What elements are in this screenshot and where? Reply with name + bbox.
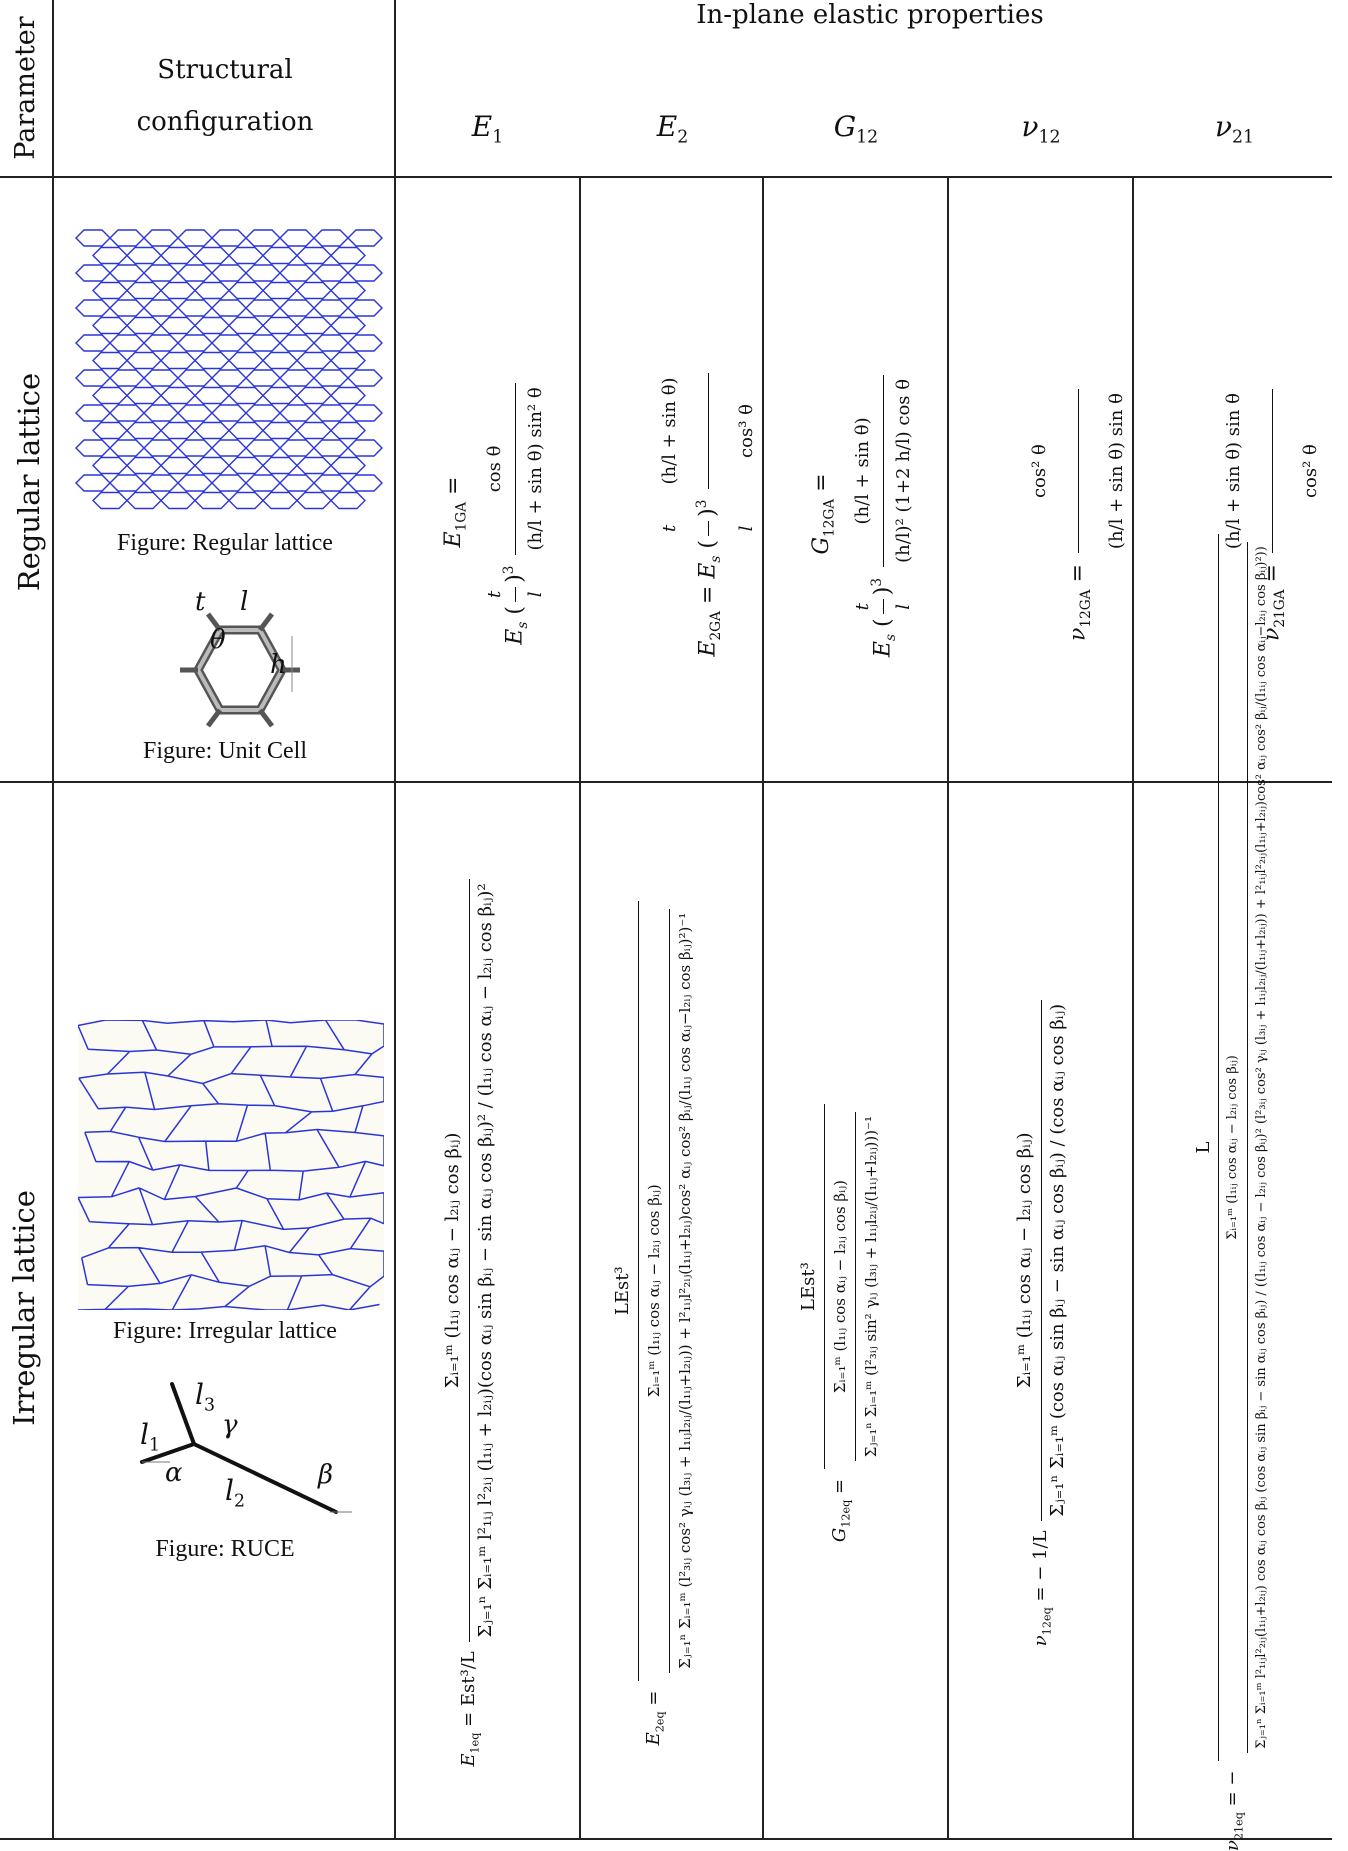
unit-cell-label-theta: θ [210,625,226,655]
formula-irregular-nu12: ν12eq = − 1/L Σᵢ₌₁ᵐ (l₁ᵢⱼ cos αᵢⱼ − l₂ᵢⱼ… [966,821,1116,1821]
header-col-nu12: ν12 [1021,110,1061,148]
header-structural-line2: configuration [136,107,314,137]
formula-irregular-nu21: ν21eq = − L Σᵢ₌₁ᵐ (l₁ᵢⱼ cos αᵢⱼ − l₂ᵢⱼ c… [1143,534,1323,1851]
ruce-label-l3: l3 [195,1378,216,1416]
header-parameter: Parameter [10,16,41,160]
formula-regular-nu12: ν12GA = cos² θ(h/l + sin θ) sin θ [1005,263,1127,763]
unit-cell-caption: Figure: Unit Cell [143,738,307,764]
ruce-caption: Figure: RUCE [155,1536,295,1562]
ruce-label-gamma: γ [222,1410,238,1440]
rule-col-e2 [762,176,764,1840]
unit-cell-figure [180,612,300,728]
irregular-lattice-caption: Figure: Irregular lattice [113,1318,337,1344]
header-col-g12: G12 [833,110,879,148]
ruce-label-alpha: α [165,1458,183,1488]
unit-cell-label-l: l [240,587,249,617]
rule-top-of-body [0,176,1332,178]
formula-irregular-e1: E1eq = Est³/L Σᵢ₌₁ᵐ (l₁ᵢⱼ cos αᵢⱼ − l₂ᵢⱼ… [394,806,544,1836]
ruce-label-beta: β [318,1460,334,1490]
ruce-label-l2: l2 [225,1474,246,1512]
header-group-title: In-plane elastic properties [696,0,1044,30]
rule-bottom [0,1838,1332,1840]
header-col-e2: E2 [656,110,689,148]
rule-col-param [52,0,54,1840]
regular-lattice-figure [75,229,383,510]
rule-col-config [394,0,396,1840]
regular-lattice-caption: Figure: Regular lattice [117,530,333,556]
ruce-label-l1: l1 [140,1418,161,1456]
rule-col-e1 [579,176,581,1840]
row-label-regular: Regular lattice [12,372,46,592]
rule-col-nu12 [1132,176,1134,1840]
rule-between-rows [0,781,1332,783]
rule-col-g12 [947,176,949,1840]
formula-irregular-g12: G12eq = LEst³ Σᵢ₌₁ᵐ (l₁ᵢⱼ cos αᵢⱼ − l₂ᵢⱼ… [765,821,915,1821]
formula-irregular-e2: E2eq = LEst³ Σᵢ₌₁ᵐ (l₁ᵢⱼ cos αᵢⱼ − l₂ᵢⱼ … [579,806,729,1836]
header-col-e1: E1 [471,110,504,148]
irregular-lattice-figure [78,1020,384,1310]
row-label-irregular: Irregular lattice [7,1190,41,1426]
unit-cell-label-t: t [195,587,206,617]
ruce-figure [140,1382,352,1514]
header-structural-line1: Structural [157,55,293,85]
unit-cell-label-h: h [270,650,287,680]
header-col-nu21: ν21 [1214,110,1255,148]
